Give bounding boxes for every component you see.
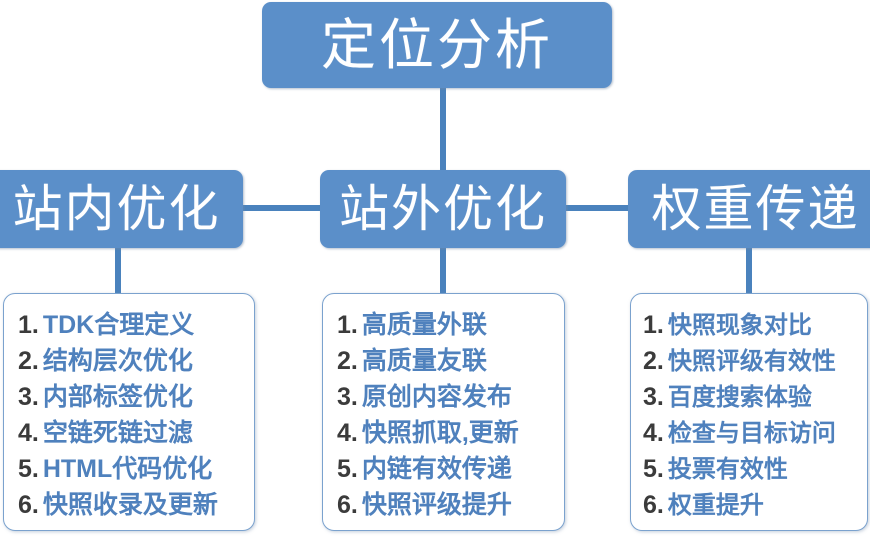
list-item-number: 2. xyxy=(337,347,358,375)
list-item-label: 快照评级有效性 xyxy=(667,348,836,375)
root-node-positioning-analysis[interactable]: 定位分析 xyxy=(262,2,612,88)
list-item-number: 1. xyxy=(643,311,664,339)
list-item-number: 5. xyxy=(337,455,358,483)
list-item-label: 原创内容发布 xyxy=(361,383,512,411)
list-item-number: 3. xyxy=(643,383,664,411)
connector-right-branch-down xyxy=(746,246,752,295)
list-item-label: 结构层次优化 xyxy=(42,347,193,375)
branch-node-label: 权重传递 xyxy=(651,181,860,237)
list-item-label: 百度搜索体验 xyxy=(667,384,812,411)
list-item-label: 投票有效性 xyxy=(667,456,788,483)
list-item[interactable]: 4. 快照抓取,更新 xyxy=(323,413,564,449)
list-item[interactable]: 5. 投票有效性 xyxy=(631,449,867,485)
list-item-number: 5. xyxy=(643,455,664,483)
list-item-label: 检查与目标访问 xyxy=(667,420,836,447)
list-item[interactable]: 5. 内链有效传递 xyxy=(323,449,564,485)
list-item-number: 5. xyxy=(18,455,39,483)
list-item-number: 6. xyxy=(643,491,664,519)
branch-node-label: 站内优化 xyxy=(12,181,221,237)
list-item-label: 快照评级提升 xyxy=(361,491,512,519)
list-item-label: 快照抓取,更新 xyxy=(361,419,519,447)
list-item-number: 6. xyxy=(18,491,39,519)
connector-left-to-middle xyxy=(240,205,323,211)
list-item-number: 2. xyxy=(18,347,39,375)
list-item[interactable]: 6. 快照收录及更新 xyxy=(4,485,254,521)
list-item-label: 权重提升 xyxy=(667,492,764,519)
list-item[interactable]: 3. 内部标签优化 xyxy=(4,377,254,413)
branch-node-offsite-optimization[interactable]: 站外优化 xyxy=(320,170,566,248)
list-item-label: 空链死链过滤 xyxy=(42,419,193,447)
list-item-number: 1. xyxy=(18,311,39,339)
list-box-onsite-optimization: 1. TDK合理定义 2. 结构层次优化 3. 内部标签优化 4. 空链死链过滤… xyxy=(3,293,255,531)
list-item-label: 高质量外联 xyxy=(361,311,487,339)
list-item-number: 1. xyxy=(337,311,358,339)
list-item[interactable]: 4. 检查与目标访问 xyxy=(631,413,867,449)
connector-middle-to-right xyxy=(563,205,631,211)
list-item[interactable]: 1. 高质量外联 xyxy=(323,305,564,341)
list-item-number: 3. xyxy=(337,383,358,411)
list-item[interactable]: 2. 高质量友联 xyxy=(323,341,564,377)
list-item[interactable]: 5. HTML代码优化 xyxy=(4,449,254,485)
list-item-label: 内链有效传递 xyxy=(361,455,512,483)
list-item-number: 3. xyxy=(18,383,39,411)
list-item-number: 4. xyxy=(643,419,664,447)
branch-node-label: 站外优化 xyxy=(339,181,547,237)
list-item-label: 高质量友联 xyxy=(361,347,487,375)
list-item-label: 快照收录及更新 xyxy=(42,491,218,519)
list-box-weight-transfer: 1. 快照现象对比 2. 快照评级有效性 3. 百度搜索体验 4. 检查与目标访… xyxy=(630,293,868,531)
list-item[interactable]: 1. 快照现象对比 xyxy=(631,305,867,341)
list-item-number: 6. xyxy=(337,491,358,519)
list-items: 1. 高质量外联 2. 高质量友联 3. 原创内容发布 4. 快照抓取,更新 5… xyxy=(323,305,564,521)
list-item-number: 4. xyxy=(337,419,358,447)
list-item[interactable]: 3. 原创内容发布 xyxy=(323,377,564,413)
list-box-offsite-optimization: 1. 高质量外联 2. 高质量友联 3. 原创内容发布 4. 快照抓取,更新 5… xyxy=(322,293,565,531)
root-node-label: 定位分析 xyxy=(320,13,553,76)
list-item-label: 快照现象对比 xyxy=(667,312,812,339)
list-items: 1. 快照现象对比 2. 快照评级有效性 3. 百度搜索体验 4. 检查与目标访… xyxy=(631,305,867,521)
list-item[interactable]: 2. 结构层次优化 xyxy=(4,341,254,377)
list-item-number: 2. xyxy=(643,347,664,375)
list-item-number: 4. xyxy=(18,419,39,447)
list-item-label: HTML代码优化 xyxy=(42,455,213,483)
list-item[interactable]: 4. 空链死链过滤 xyxy=(4,413,254,449)
list-item[interactable]: 2. 快照评级有效性 xyxy=(631,341,867,377)
list-item[interactable]: 6. 权重提升 xyxy=(631,485,867,521)
list-item-label: 内部标签优化 xyxy=(42,383,193,411)
list-items: 1. TDK合理定义 2. 结构层次优化 3. 内部标签优化 4. 空链死链过滤… xyxy=(4,305,254,521)
list-item[interactable]: 3. 百度搜索体验 xyxy=(631,377,867,413)
list-item[interactable]: 6. 快照评级提升 xyxy=(323,485,564,521)
list-item[interactable]: 1. TDK合理定义 xyxy=(4,305,254,341)
list-item-label: TDK合理定义 xyxy=(42,311,195,339)
branch-node-onsite-optimization[interactable]: 站内优化 xyxy=(0,170,243,248)
branch-node-weight-transfer[interactable]: 权重传递 xyxy=(628,170,870,248)
connector-root-to-middle xyxy=(440,86,446,172)
connector-left-branch-down xyxy=(115,246,121,295)
connector-middle-branch-down xyxy=(440,246,446,295)
